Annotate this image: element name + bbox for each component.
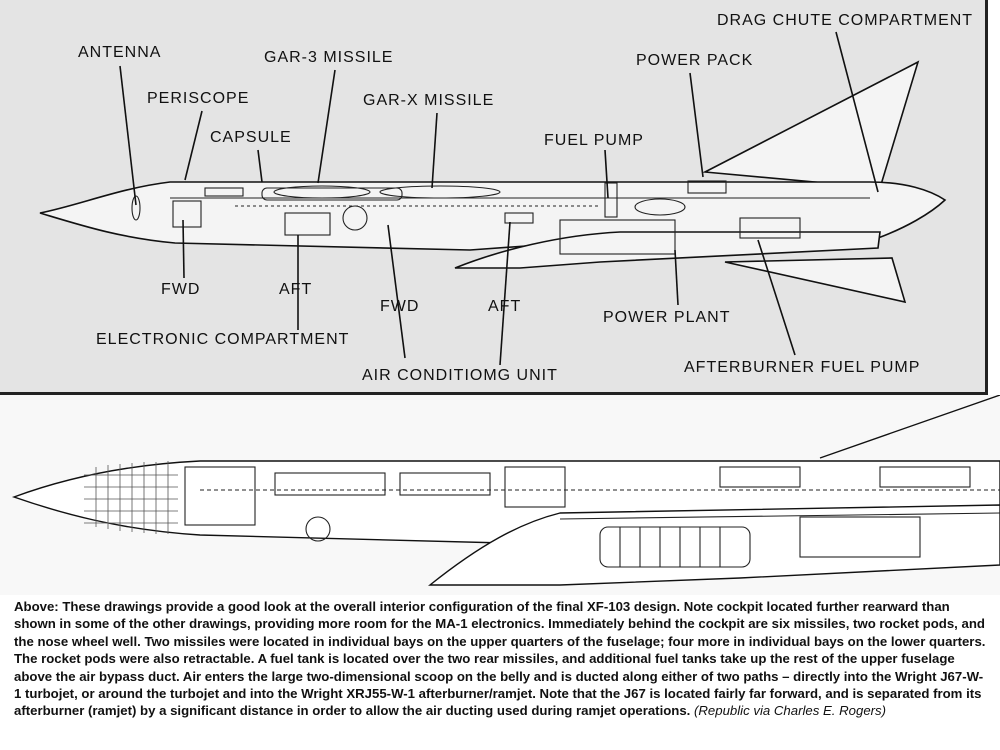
label-afterburner-fuel-pump: AFTERBURNER FUEL PUMP xyxy=(684,359,921,376)
label-aft-electronic: AFT xyxy=(279,281,313,298)
bottom-intake xyxy=(428,504,1000,586)
caption-body: These drawings provide a good look at th… xyxy=(14,599,986,719)
label-fwd-air-conditioning: FWD xyxy=(380,298,420,315)
label-capsule: CAPSULE xyxy=(210,129,292,146)
bottom-aircraft-drawing xyxy=(11,395,1000,586)
label-drag-chute-compartment: DRAG CHUTE COMPARTMENT xyxy=(717,12,974,29)
label-power-plant: POWER PLANT xyxy=(603,309,731,326)
caption-credit: (Republic via Charles E. Rogers) xyxy=(694,703,887,719)
label-electronic-compartment: ELECTRONIC COMPARTMENT xyxy=(96,331,350,348)
caption-lead: Above: xyxy=(14,599,59,614)
ventral-fin xyxy=(724,257,907,304)
top-aircraft-drawing xyxy=(39,31,947,366)
intake-scoop xyxy=(454,231,881,269)
label-garx-missile: GAR-X MISSILE xyxy=(363,92,495,109)
top-cutaway-panel: DRAG CHUTE COMPARTMENT ANTENNA GAR-3 MIS… xyxy=(0,0,988,395)
figure-caption: Above: These drawings provide a good loo… xyxy=(14,598,988,720)
label-periscope: PERISCOPE xyxy=(147,90,250,107)
label-air-conditioning-unit: AIR CONDITIOMG UNIT xyxy=(362,367,558,384)
bottom-cutaway-panel xyxy=(0,395,1000,595)
label-antenna: ANTENNA xyxy=(78,44,162,61)
label-fwd-electronic: FWD xyxy=(161,281,201,298)
label-aft-air-conditioning: AFT xyxy=(488,298,522,315)
label-fuel-pump: FUEL PUMP xyxy=(544,132,644,149)
label-power-pack: POWER PACK xyxy=(636,52,754,69)
label-gar3-missile: GAR-3 MISSILE xyxy=(264,49,394,66)
vertical-tail-fin xyxy=(702,60,920,189)
